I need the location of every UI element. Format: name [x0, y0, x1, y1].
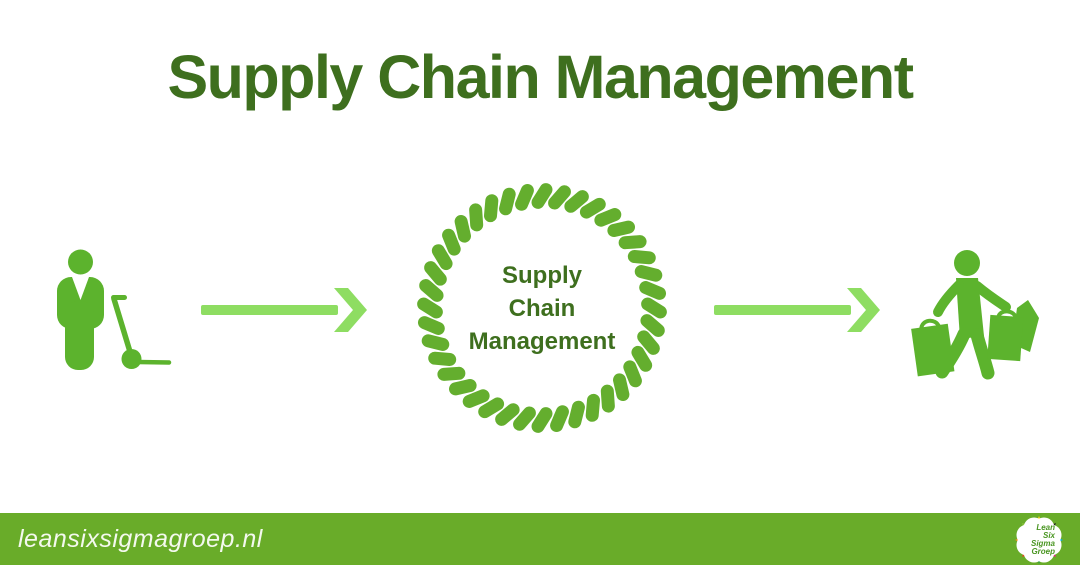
consumer-right-arm [972, 281, 1011, 312]
handtruck-wheel [121, 349, 142, 369]
scm-label-line-3: Management [468, 327, 616, 355]
logo-line-3: Sigma [1030, 539, 1055, 548]
logo-line-4: Groep [1031, 547, 1055, 556]
left-shopping-bag [911, 318, 955, 377]
supplier-collar [72, 277, 89, 300]
supplier-head [68, 249, 93, 275]
consumer-torso [956, 278, 984, 339]
logo-text: Lean Six Sigma Groep [1021, 524, 1055, 556]
scm-circle-label: Supply Chain Management [412, 178, 672, 438]
scm-label-line-2: Chain [508, 294, 576, 322]
scm-circle: Supply Chain Management [412, 178, 672, 438]
consumer-left-arm [933, 280, 964, 317]
scm-label-line-1: Supply [501, 261, 582, 289]
website-text: leansixsigmagroep.nl [18, 524, 263, 553]
handtruck-frame [111, 296, 134, 358]
arrow-shaft [714, 305, 851, 315]
logo-line-1: Lean [1036, 523, 1055, 532]
arrow-right-icon [714, 288, 880, 332]
page-title: Supply Chain Management [167, 43, 914, 111]
scm-dash-ring [417, 183, 667, 433]
consumer-head [954, 250, 980, 276]
handtruck-platform [135, 359, 172, 365]
logo-line-2: Six [1042, 531, 1055, 540]
person-with-shopping-bags-icon [911, 250, 1039, 380]
consumer-back-leg [970, 328, 995, 380]
arrow-shaft [201, 305, 338, 315]
right-shopping-bag [987, 309, 1024, 362]
arrow-head [334, 288, 367, 332]
supplier-body [65, 301, 94, 370]
footer-bar: leansixsigmagroep.nl Lean Six Sigma Groe… [0, 513, 1080, 565]
arrow-head [847, 288, 880, 332]
person-with-hand-truck-icon [57, 249, 172, 370]
lean-six-sigma-groep-logo: Lean Six Sigma Groep [1014, 515, 1064, 565]
logo-flower-icon [1015, 516, 1063, 564]
arrow-right-icon [201, 288, 367, 332]
